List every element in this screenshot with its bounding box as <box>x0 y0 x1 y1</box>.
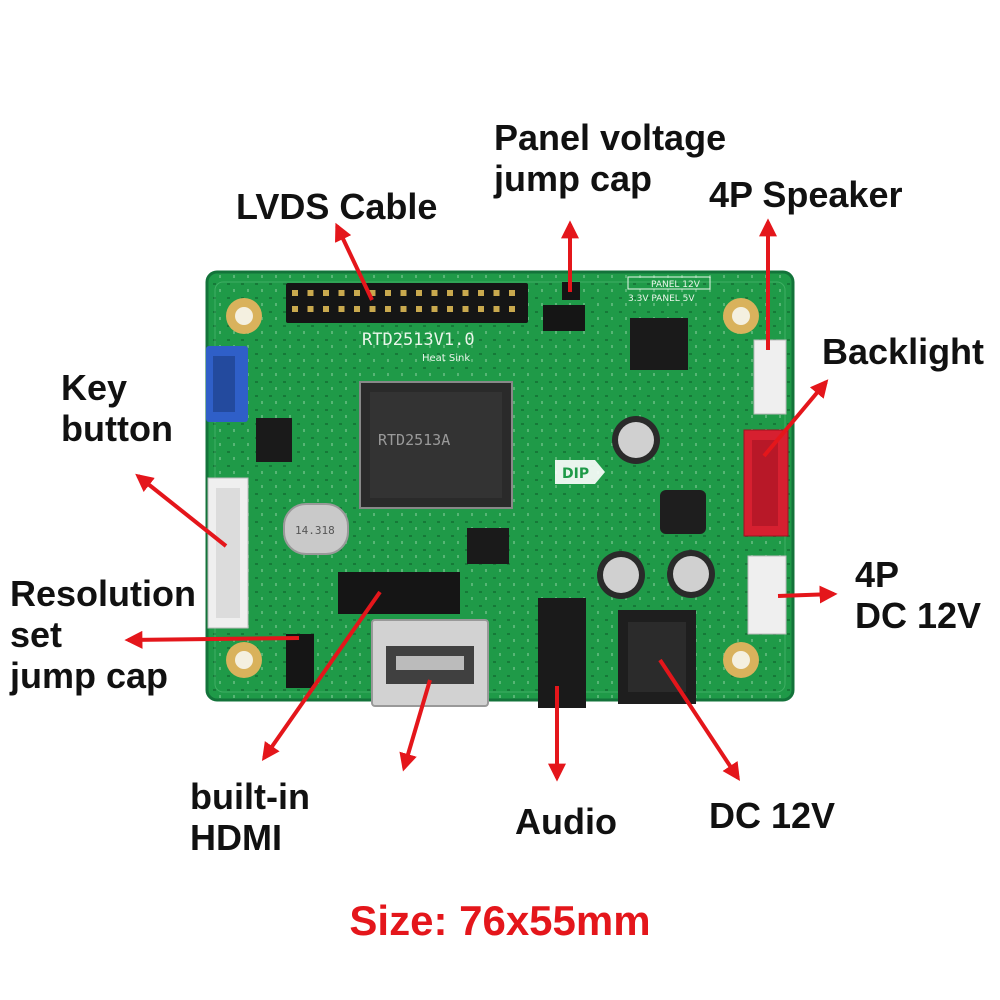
lvds-pin <box>307 306 314 312</box>
lvds-pin <box>509 306 515 312</box>
lvds-connector <box>286 283 528 323</box>
label-panel-voltage: Panel voltage jump cap <box>494 117 727 199</box>
lvds-pin <box>292 290 298 296</box>
lvds-pin <box>416 290 422 296</box>
svg-text:3.3V PANEL 5V: 3.3V PANEL 5V <box>628 294 695 304</box>
svg-text:PANEL 12V: PANEL 12V <box>651 280 701 290</box>
lvds-pin <box>354 290 360 296</box>
main-chip: RTD2513A <box>359 381 513 509</box>
panel-tags: PANEL 12V 3.3V PANEL 5V <box>627 276 711 304</box>
label-audio: Audio <box>515 801 617 842</box>
label-lvds-cable: LVDS Cable <box>236 186 438 227</box>
small-ic <box>256 418 292 462</box>
svg-text:14.318: 14.318 <box>295 524 335 537</box>
arrow-hdmi-2 <box>399 679 432 772</box>
lvds-pin <box>338 290 345 296</box>
dc-jack <box>618 610 696 704</box>
chip-label: RTD2513A <box>378 431 450 449</box>
annotation-arrows <box>124 218 838 782</box>
arrow-lvds <box>335 222 374 301</box>
arrow-backlight <box>762 379 829 458</box>
lvds-pin <box>292 306 298 312</box>
lvds-pin <box>447 290 453 296</box>
lvds-pin <box>462 290 469 296</box>
resolution-jumper <box>286 634 314 688</box>
heat-sink-text: Heat Sink <box>422 353 470 364</box>
lvds-pin <box>323 290 329 296</box>
audio-jack <box>538 598 586 708</box>
capacitors <box>597 416 715 599</box>
label-key-button: Key button <box>61 367 173 449</box>
arrow-hdmi-1 <box>261 590 382 761</box>
lvds-pin <box>338 306 345 312</box>
lvds-pin <box>478 306 484 312</box>
lvds-pin <box>385 306 391 312</box>
middle-header <box>338 572 460 614</box>
lvds-pin <box>400 290 407 296</box>
arrow-resolution <box>124 630 300 649</box>
lvds-pin <box>493 290 500 296</box>
lvds-pin <box>400 306 407 312</box>
arrow-key <box>135 473 228 548</box>
arrow-dc <box>658 658 740 782</box>
label-speaker: 4P Speaker <box>709 174 903 215</box>
top-right-ic <box>630 318 688 370</box>
label-dc4p: 4P DC 12V <box>855 554 982 636</box>
lvds-pin <box>462 306 469 312</box>
board-model-text: RTD2513V1.0 <box>362 330 475 350</box>
label-hdmi: built-in HDMI <box>190 776 310 858</box>
size-caption: Size: 76x55mm <box>349 897 651 944</box>
dip-marker: DIP <box>555 460 605 484</box>
svg-text:DIP: DIP <box>562 466 589 482</box>
left-white-connector <box>207 477 249 629</box>
label-backlight: Backlight <box>822 331 985 372</box>
lvds-pin <box>478 290 484 296</box>
speaker-connector <box>753 339 787 415</box>
lvds-pin <box>385 290 391 296</box>
lvds-pin <box>493 306 500 312</box>
lvds-pin <box>369 306 376 312</box>
mounting-holes <box>226 298 759 678</box>
key-button-connector <box>206 346 248 422</box>
lvds-pin <box>431 290 438 296</box>
arrow-dc4p <box>777 585 838 604</box>
hdmi-port <box>371 619 489 707</box>
lvds-pin <box>369 290 376 296</box>
panel-voltage-jumper <box>543 282 585 331</box>
lvds-pin <box>323 306 329 312</box>
lvds-pin <box>307 290 314 296</box>
lvds-pin <box>431 306 438 312</box>
lvds-pin <box>416 306 422 312</box>
lvds-pin <box>447 306 453 312</box>
backlight-connector <box>743 429 789 537</box>
lvds-pin <box>509 290 515 296</box>
inductor <box>660 490 706 534</box>
label-resolution: Resolution set jump cap <box>10 573 196 696</box>
crystal: 14.318 <box>283 503 349 555</box>
label-dc12v: DC 12V <box>709 795 836 836</box>
middle-ic <box>467 528 509 564</box>
lvds-pin <box>354 306 360 312</box>
